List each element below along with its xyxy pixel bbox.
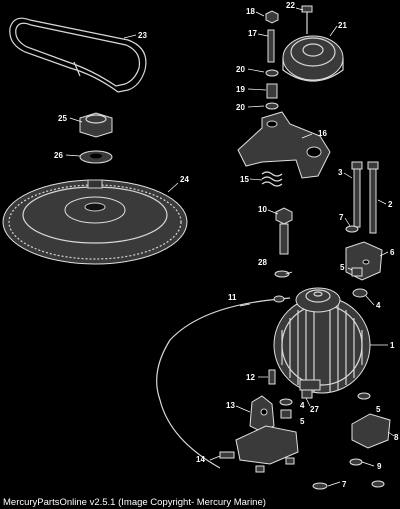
washer-9 xyxy=(349,458,363,466)
drive-belt xyxy=(9,17,147,93)
callout-20b: 20 xyxy=(236,103,245,112)
callout-8: 8 xyxy=(394,433,399,442)
lower-bracket xyxy=(235,395,299,465)
terminal-stud xyxy=(268,369,276,385)
callout-11: 11 xyxy=(228,293,237,302)
idler-bracket xyxy=(237,111,331,179)
copyright-caption: MercuryPartsOnline v2.5.1 (Image Copyrig… xyxy=(3,496,400,509)
sleeve xyxy=(266,83,278,99)
callout-22: 22 xyxy=(286,1,295,10)
callout-14: 14 xyxy=(196,455,205,464)
idler-pulley xyxy=(282,35,344,82)
callout-19: 19 xyxy=(236,85,245,94)
callout-4a: 4 xyxy=(376,301,381,310)
callout-5a: 5 xyxy=(340,263,345,272)
mounting-block-upper xyxy=(345,241,383,281)
callout-labels: 23 25 26 24 18 22 21 17 20 19 20 16 15 1… xyxy=(54,1,399,489)
exploded-parts-diagram: 23 25 26 24 18 22 21 17 20 19 20 16 15 1… xyxy=(2,1,399,490)
long-bolt-3 xyxy=(351,161,363,228)
spacer-4-lower xyxy=(279,398,293,406)
bolt-14 xyxy=(219,451,235,459)
leader-lines xyxy=(65,7,395,487)
callout-25: 25 xyxy=(58,114,67,123)
callout-27: 27 xyxy=(310,405,319,414)
callout-21: 21 xyxy=(338,21,347,30)
callout-2: 2 xyxy=(388,200,393,209)
callout-26: 26 xyxy=(54,151,63,160)
washer-upper xyxy=(345,225,359,233)
callout-5b: 5 xyxy=(300,417,305,426)
spacer-5-right xyxy=(357,392,371,400)
callout-3: 3 xyxy=(338,168,343,177)
callout-28: 28 xyxy=(258,258,267,267)
flywheel xyxy=(2,179,188,265)
callout-5c: 5 xyxy=(376,405,381,414)
wire-harness xyxy=(156,295,291,469)
spacer-4-upper xyxy=(352,288,368,298)
callout-15: 15 xyxy=(240,175,249,184)
bracket-bolt xyxy=(275,207,293,255)
lower-bolts xyxy=(255,457,295,473)
callout-7a: 7 xyxy=(339,213,344,222)
callout-4b: 4 xyxy=(300,401,305,410)
callout-12: 12 xyxy=(246,373,255,382)
terminal-nut xyxy=(301,389,313,399)
callout-24: 24 xyxy=(180,175,189,184)
stud-nut xyxy=(265,10,279,24)
bushing-lower xyxy=(280,409,292,419)
washer-lower-right xyxy=(371,480,385,488)
washer-7-lower xyxy=(312,482,328,490)
callout-20a: 20 xyxy=(236,65,245,74)
spacer-upper xyxy=(265,69,279,77)
callout-23: 23 xyxy=(138,31,147,40)
long-bolt-2 xyxy=(367,161,379,234)
callout-6: 6 xyxy=(390,248,395,257)
washer-28 xyxy=(274,270,290,278)
bushing-upper xyxy=(351,267,363,277)
callout-10: 10 xyxy=(258,205,267,214)
callout-17: 17 xyxy=(248,29,257,38)
callout-7b: 7 xyxy=(342,480,347,489)
callout-16: 16 xyxy=(318,129,327,138)
callout-18: 18 xyxy=(246,7,255,16)
stud xyxy=(267,29,275,63)
alternator xyxy=(273,287,371,394)
lower-right-bracket xyxy=(351,413,391,449)
flywheel-washer xyxy=(79,150,113,164)
flywheel-nut xyxy=(79,112,113,138)
pulley-bolt xyxy=(301,5,313,34)
callout-9: 9 xyxy=(377,462,382,471)
callout-1: 1 xyxy=(390,341,395,350)
callout-13: 13 xyxy=(226,401,235,410)
tension-spring xyxy=(261,171,283,187)
spacer-lower xyxy=(265,102,279,110)
